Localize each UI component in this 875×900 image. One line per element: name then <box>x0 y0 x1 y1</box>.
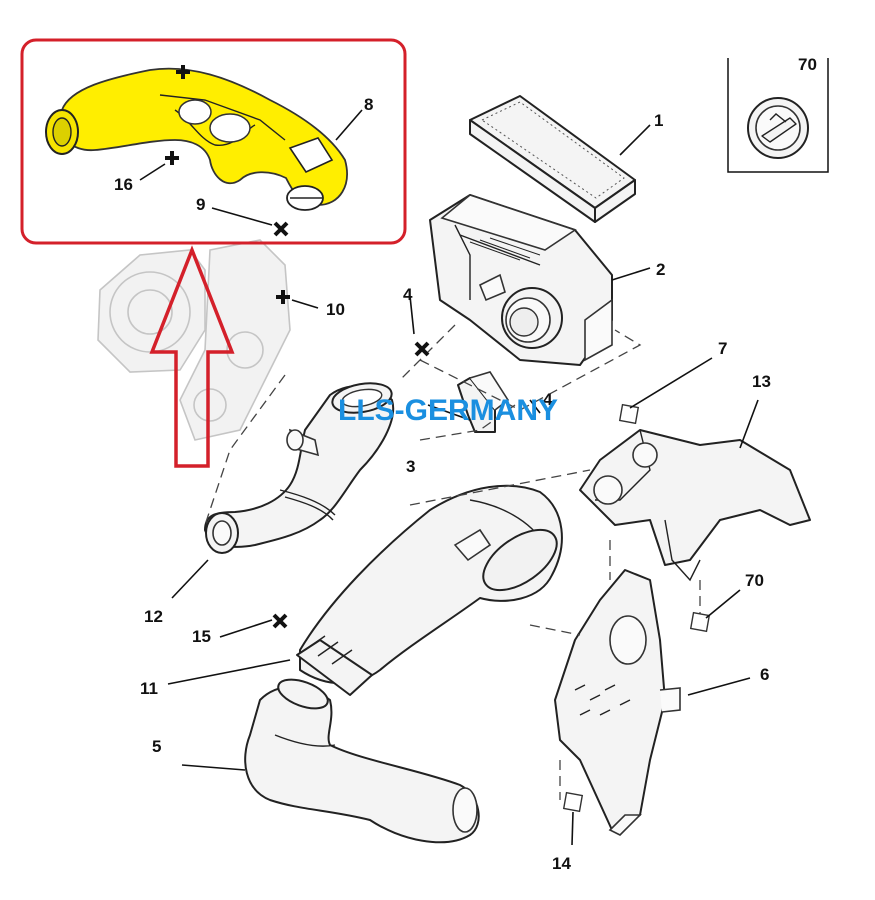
highlighted-intake-hose <box>20 38 407 245</box>
cross-marker-icon <box>272 613 288 629</box>
callout-1: 1 <box>654 111 663 130</box>
callout-9: 9 <box>196 195 205 214</box>
leader-lines <box>139 109 759 846</box>
callout-7: 7 <box>718 339 727 358</box>
callout-16: 16 <box>114 175 133 194</box>
callout-3: 3 <box>406 457 415 476</box>
square-markers <box>562 403 711 813</box>
heat-shield-13 <box>579 429 811 582</box>
callout-14: 14 <box>552 854 571 873</box>
plus-marker-icon <box>165 151 179 165</box>
callout-12: 12 <box>144 607 163 626</box>
callout-11: 11 <box>140 679 158 698</box>
intake-duct-11 <box>296 484 563 696</box>
cross-marker-icon <box>272 221 430 629</box>
plus-marker-icon <box>176 65 190 79</box>
mounting-bracket <box>457 371 510 433</box>
callout-13: 13 <box>752 372 771 391</box>
callout-5: 5 <box>152 737 161 756</box>
clip-inset <box>727 58 829 173</box>
callout-labels: 1 2 3 4 4 5 6 7 8 9 10 11 12 13 14 15 16… <box>114 55 817 873</box>
clip-icon <box>747 97 809 159</box>
lower-elbow-5 <box>244 678 480 844</box>
callout-2: 2 <box>656 260 665 279</box>
callout-10: 10 <box>326 300 345 319</box>
up-arrow-icon <box>149 245 235 468</box>
callout-6: 6 <box>760 665 769 684</box>
air-box <box>429 194 613 366</box>
cross-marker-icon <box>414 341 430 357</box>
callout-4a: 4 <box>403 285 413 304</box>
intake-hose-12 <box>204 382 395 554</box>
air-filter <box>469 95 636 223</box>
callout-8: 8 <box>364 95 373 114</box>
turbocharger-ghost <box>97 239 291 441</box>
callout-70a: 70 <box>798 55 817 74</box>
callout-4b: 4 <box>543 390 553 409</box>
support-bracket-6 <box>554 569 681 836</box>
cross-marker-icon <box>273 221 289 237</box>
watermark-text: LLS-GERMANY <box>338 394 558 427</box>
callout-15: 15 <box>192 627 211 646</box>
callout-70b: 70 <box>745 571 764 590</box>
plus-marker-icon <box>165 65 290 304</box>
plus-marker-icon <box>276 290 290 304</box>
